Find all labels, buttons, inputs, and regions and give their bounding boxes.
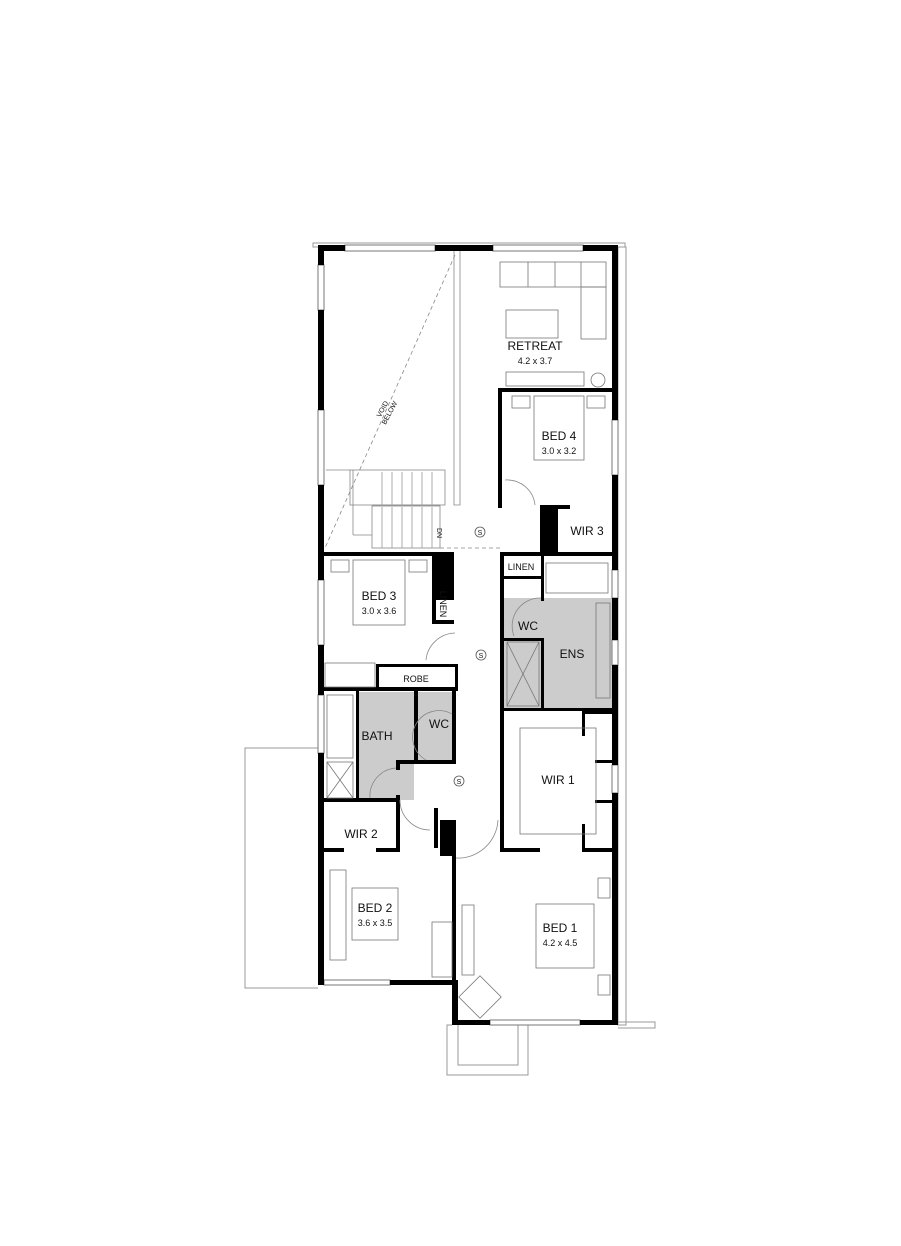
svg-text:S: S: [478, 530, 483, 537]
room-label-ens: ENS: [560, 647, 585, 661]
wet-areas: [356, 598, 612, 800]
room-label-wir1: WIR 1: [541, 773, 575, 787]
room-label-bed1: BED 1: [543, 921, 578, 935]
room-size-bed4: 3.0 x 3.2: [542, 446, 577, 456]
room-size-retreat: 4.2 x 3.7: [518, 356, 553, 366]
room-size-bed1: 4.2 x 4.5: [543, 938, 578, 948]
smoke-detector-icon: S: [453, 775, 465, 787]
room-label-linen-top: LINEN: [508, 562, 535, 572]
walls: [318, 245, 618, 1025]
svg-text:S: S: [479, 653, 484, 660]
room-label-bath-wc: WC: [429, 717, 449, 731]
room-size-bed3: 3.0 x 3.6: [362, 606, 397, 616]
room-label-bath: BATH: [361, 729, 392, 743]
room-label-wir3: WIR 3: [570, 524, 604, 538]
doors: [369, 479, 542, 859]
room-label-bed2: BED 2: [358, 901, 393, 915]
smoke-detector-icon: S: [475, 649, 487, 661]
room-label-linen-side: LINEN: [438, 591, 448, 618]
room-label-bed4: BED 4: [542, 429, 577, 443]
room-label-bed3: BED 3: [362, 589, 397, 603]
room-label-robe: ROBE: [403, 674, 429, 684]
stair-down-label: DN: [435, 528, 442, 538]
room-size-bed2: 3.6 x 3.5: [358, 918, 393, 928]
room-label-retreat: RETREAT: [507, 339, 563, 353]
svg-text:S: S: [457, 779, 462, 786]
room-label-wir2: WIR 2: [344, 827, 378, 841]
stair-void: [324, 251, 500, 549]
smoke-detector-icon: S: [474, 526, 486, 538]
room-label-ens-wc: WC: [518, 619, 538, 633]
furniture: [324, 261, 611, 1019]
